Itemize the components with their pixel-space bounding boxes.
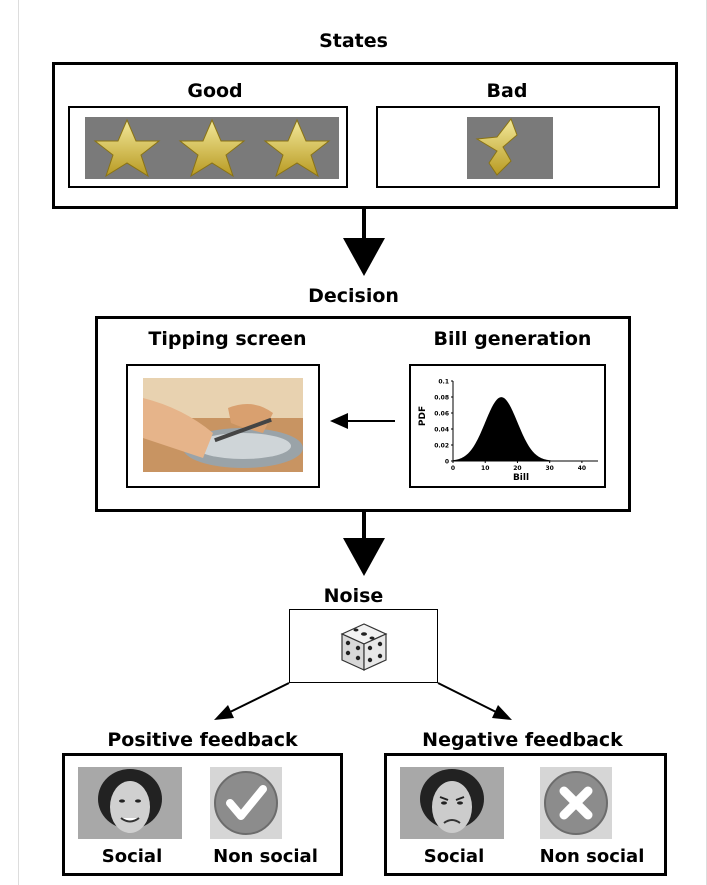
pdf-area xyxy=(453,397,598,461)
decision-title: Decision xyxy=(308,285,399,307)
tipping-screen-panel xyxy=(126,364,320,488)
x-tick-label: 20 xyxy=(513,465,521,472)
negative-feedback-title: Negative feedback xyxy=(422,729,623,751)
noise-to-negative-arrow xyxy=(437,682,512,720)
y-tick-label: 0.06 xyxy=(434,411,449,418)
positive-feedback-box: Social Non social xyxy=(62,753,343,876)
check-badge-icon xyxy=(210,767,282,839)
states-title: States xyxy=(319,30,388,52)
bill-to-tipping-arrow xyxy=(330,413,395,429)
star-fragment-icon xyxy=(475,117,518,176)
y-tick-label: 0 xyxy=(445,459,449,466)
positive-feedback-title: Positive feedback xyxy=(107,729,298,751)
chart-xlabel: Bill xyxy=(513,473,529,483)
y-tick-label: 0.08 xyxy=(434,395,449,402)
cross-badge-icon xyxy=(540,767,612,839)
x-tick-label: 0 xyxy=(451,465,455,472)
bad-panel xyxy=(376,106,660,188)
x-tick-label: 10 xyxy=(481,465,489,472)
states-to-decision-arrow xyxy=(343,209,385,276)
good-stars-image xyxy=(85,117,339,179)
star-icon xyxy=(263,118,331,178)
bill-pdf-chart: PDF 0.1 0.08 0.06 0.04 0.02 00 10 20 30 40 Bill xyxy=(418,379,598,483)
bad-label: Bad xyxy=(486,80,528,102)
y-tick-label: 0.1 xyxy=(438,379,449,386)
y-tick-label: 0.04 xyxy=(434,427,449,434)
good-label: Good xyxy=(187,80,243,102)
positive-social-label: Social xyxy=(101,846,163,867)
noise-to-positive-arrow xyxy=(214,682,290,720)
good-panel xyxy=(68,106,348,188)
chart-ylabel: PDF xyxy=(418,406,428,426)
dice-icon xyxy=(340,623,388,671)
frowning-face-photo xyxy=(400,767,504,839)
noise-title: Noise xyxy=(323,585,384,607)
x-tick-label: 40 xyxy=(578,465,586,472)
negative-social-label: Social xyxy=(423,846,485,867)
positive-nonsocial-label: Non social xyxy=(213,846,318,867)
y-tick-label: 0.02 xyxy=(434,443,449,450)
checkmark-icon xyxy=(226,785,267,820)
smiling-face-photo xyxy=(78,767,182,839)
x-mark-icon xyxy=(559,786,593,820)
decision-to-noise-arrow xyxy=(343,512,385,576)
star-icon xyxy=(93,118,161,178)
negative-feedback-box: Social Non social xyxy=(384,753,667,876)
noise-box xyxy=(289,609,438,683)
x-tick-label: 30 xyxy=(545,465,553,472)
half-star-image xyxy=(467,117,553,179)
tipping-screen-label: Tipping screen xyxy=(148,328,307,350)
bill-generation-label: Bill generation xyxy=(433,328,592,350)
star-icon xyxy=(178,118,246,178)
negative-nonsocial-label: Non social xyxy=(539,846,645,867)
tipping-photo xyxy=(143,378,303,472)
